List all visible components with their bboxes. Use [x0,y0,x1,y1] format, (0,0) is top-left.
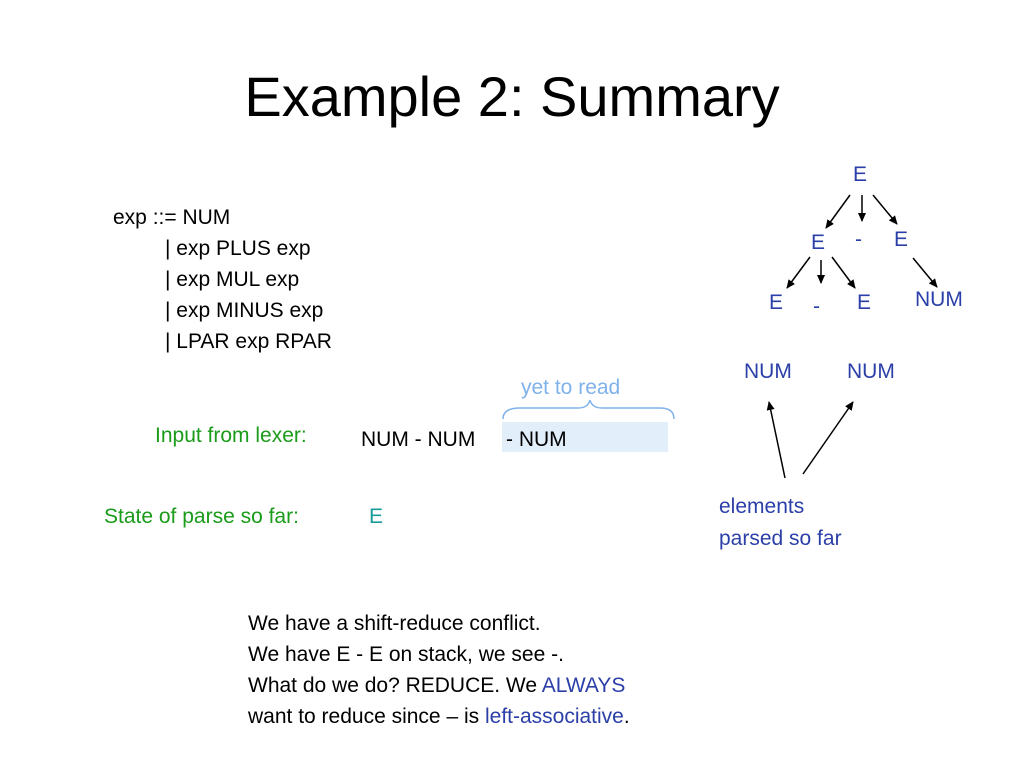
edge-root-to-left [825,194,851,229]
input-read-part: NUM - NUM [361,428,476,451]
tree-right-top: E [894,228,909,251]
state-label: State of parse so far: [104,505,299,528]
edge-mid-to-left [786,256,811,289]
conclusion-line-4-suffix: . [623,705,630,728]
tree-op-mid: - [813,295,820,318]
edge-root-to-right [872,194,898,225]
annotation-line-2: parsed so far [719,527,842,550]
tree-right-leaf: E [857,291,872,314]
state-value: E [369,505,384,528]
conclusion-line-3-prefix: What do we do? REDUCE. We [248,674,542,697]
conclusion-line-2: We have E - E on stack, we see -. [248,643,564,666]
conclusion-line-3: What do we do? REDUCE. We ALWAYS [248,670,625,701]
edge-mid-to-right [831,256,856,289]
annotation-arrow-left [766,401,786,479]
annotation-arrow-right [802,401,854,475]
conclusion-always-highlight: ALWAYS [541,674,626,697]
tree-num-left: NUM [744,360,792,383]
yet-to-read-label: yet to read [521,376,621,399]
edge-righttop-to-num [912,257,938,288]
unread-input-highlight [502,422,668,452]
tree-num-right-top: NUM [915,288,963,311]
input-unread-part: - NUM [506,428,567,451]
tree-op-top: - [855,228,862,251]
conclusion-line-4-prefix: want to reduce since – is [248,705,485,728]
grammar-line-2: | exp PLUS exp [165,237,311,260]
tree-left-mid: E [811,231,826,254]
yet-to-read-brace [502,399,675,420]
grammar-line-3: | exp MUL exp [165,268,300,291]
tree-root: E [853,163,868,186]
conclusion-line-4: want to reduce since – is left-associati… [248,701,630,732]
conclusion-left-assoc-highlight: left-associative [484,705,624,728]
input-label: Input from lexer: [155,424,307,447]
grammar-line-4: | exp MINUS exp [165,299,324,322]
annotation-line-1: elements [719,495,805,518]
tree-num-right: NUM [847,360,895,383]
grammar-line-5: | LPAR exp RPAR [165,330,332,353]
grammar-line-1: exp ::= NUM [113,206,231,229]
slide-title: Example 2: Summary [244,65,780,128]
tree-left-leaf: E [769,291,784,314]
conclusion-line-1: We have a shift-reduce conflict. [248,612,541,635]
